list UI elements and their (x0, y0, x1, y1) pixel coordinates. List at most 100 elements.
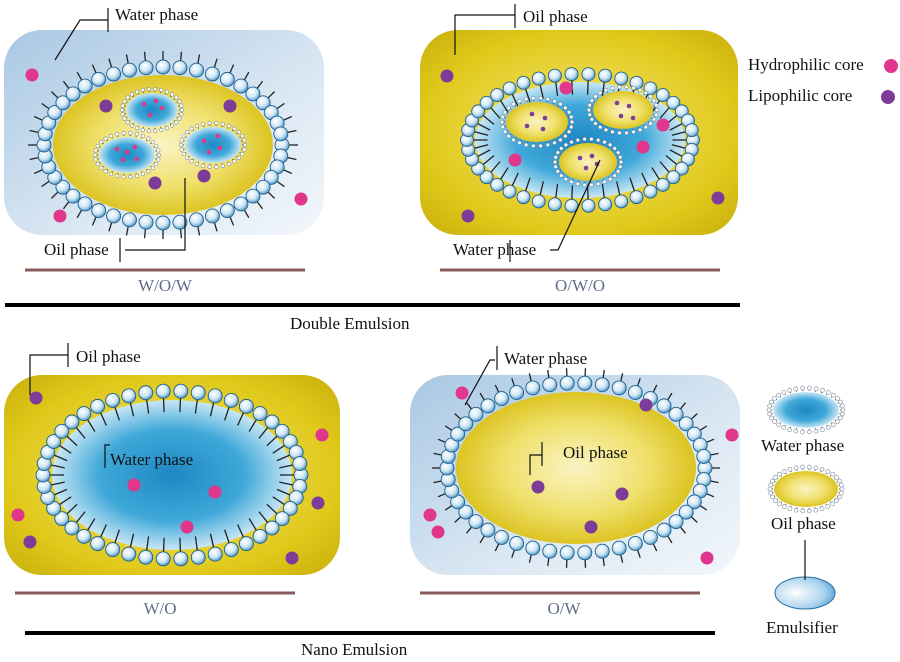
sub-droplet-head (129, 92, 135, 97)
emulsifier-tail (76, 209, 83, 219)
emulsifier-tail (477, 149, 491, 157)
emulsifier-tail (479, 392, 485, 401)
emulsifier-tail (99, 524, 107, 538)
sub-droplet-head (232, 126, 237, 131)
emulsifier-tail (547, 558, 550, 567)
emulsifier-tail (602, 369, 605, 378)
emulsifier-head (121, 546, 137, 562)
hydrophilic-dot (294, 192, 308, 206)
lipophilic-dot (148, 176, 162, 190)
legend-water-droplet-head (787, 388, 792, 393)
sub-droplet-head (156, 148, 161, 153)
sub-droplet-head (164, 89, 170, 94)
legend-oil-phase-label: Oil phase (771, 514, 836, 533)
emulsifier-tail (433, 480, 442, 484)
emulsifier-tail (474, 144, 489, 149)
sub-droplet-head (93, 148, 98, 153)
sub-droplet-dot (114, 146, 120, 152)
emulsifier-tail (465, 526, 473, 534)
emulsifier-head (76, 528, 92, 544)
emulsifier-tail (528, 373, 532, 382)
emulsifier-tail (629, 177, 636, 192)
sub-droplet-head (651, 98, 657, 103)
sub-droplet-dot (134, 156, 140, 162)
emulsifier-head (264, 414, 280, 430)
emulsifier-head (643, 184, 658, 199)
sub-droplet-head (177, 99, 182, 104)
emulsifier-head (238, 398, 254, 414)
emulsifier-head (516, 75, 531, 90)
emulsifier-head (542, 543, 558, 559)
emulsifier-head (233, 196, 249, 212)
sub-droplet-head (558, 102, 563, 107)
emulsifier-head (542, 377, 558, 393)
sub-droplet-head (115, 173, 120, 179)
emulsifier-head (223, 392, 239, 408)
emulsifier-head (629, 190, 644, 205)
legend-oil-droplet-head (807, 508, 812, 514)
emulsifier-head (577, 375, 593, 391)
sub-droplet-head (618, 155, 623, 160)
emulsifier-tail (601, 82, 605, 97)
emulsifier-head (480, 522, 496, 538)
emulsifier-head (55, 179, 71, 195)
sub-droplet-head (108, 133, 114, 139)
sub-droplet-head (178, 142, 184, 148)
sub-droplet-head (220, 121, 225, 127)
emulsifier-tail (667, 535, 673, 544)
emulsifier-tail (213, 58, 218, 68)
emulsifier-head (204, 208, 220, 224)
sub-droplet-head (602, 139, 607, 145)
hydrophilic-dot (725, 428, 739, 442)
emulsifier-tail (279, 464, 294, 469)
emulsifier-tail (494, 543, 500, 552)
legend-water-droplet-head (769, 415, 774, 421)
legend-oil-droplet-head (782, 504, 787, 509)
legend-water-droplet-head (800, 385, 805, 391)
sub-droplet-head (226, 161, 232, 167)
emulsifier-head (525, 380, 541, 396)
lipophilic-dot (23, 535, 37, 549)
emulsifier-tail (248, 518, 257, 531)
sub-droplet-head (194, 123, 200, 129)
emulsifier-head (525, 540, 541, 556)
sub-droplet-head (593, 121, 598, 126)
sub-droplet-head (181, 133, 186, 139)
wo-emulsifier-layer (35, 383, 309, 567)
emulsifier-tail (267, 191, 275, 199)
sub-droplet-head (575, 138, 580, 143)
sub-droplet-head (593, 94, 598, 99)
sub-droplet-head (128, 131, 133, 136)
emulsifier-tail (51, 91, 59, 99)
emulsifier-tail (267, 91, 275, 99)
sub-droplet-head (220, 163, 225, 169)
emulsifier-tail (276, 102, 285, 110)
legend-oil-droplet-head (825, 469, 830, 474)
sub-droplet-head (563, 142, 569, 148)
sub-droplet-head (563, 176, 569, 182)
sub-droplet-head (146, 136, 151, 141)
emulsifier-tail (213, 222, 218, 232)
legend-water-droplet-head (767, 403, 772, 409)
sub-droplet-head (654, 107, 660, 113)
emulsifier-head (189, 62, 204, 78)
lipophilic-dot (197, 169, 211, 183)
sub-droplet-head (637, 87, 643, 93)
sub-droplet-head (140, 133, 146, 139)
emulsifier-head (686, 494, 702, 510)
emulsifier-head (90, 398, 106, 414)
legend-oil-droplet-head (839, 490, 844, 496)
sub-droplet-head (179, 103, 184, 108)
sub-droplet-head (146, 128, 151, 133)
sub-droplet-dot (630, 115, 636, 121)
emulsifier-head (494, 529, 510, 545)
hydrophilic-dot (315, 428, 329, 442)
sub-droplet-dot (120, 157, 126, 163)
emulsifier-head (105, 392, 121, 408)
sub-droplet-head (589, 98, 595, 103)
emulsifier-head (204, 66, 220, 82)
emulsifier-tail (29, 129, 39, 134)
lipophilic-dot (584, 520, 598, 534)
sub-droplet-head (552, 99, 557, 104)
sub-droplet-head (624, 130, 629, 135)
